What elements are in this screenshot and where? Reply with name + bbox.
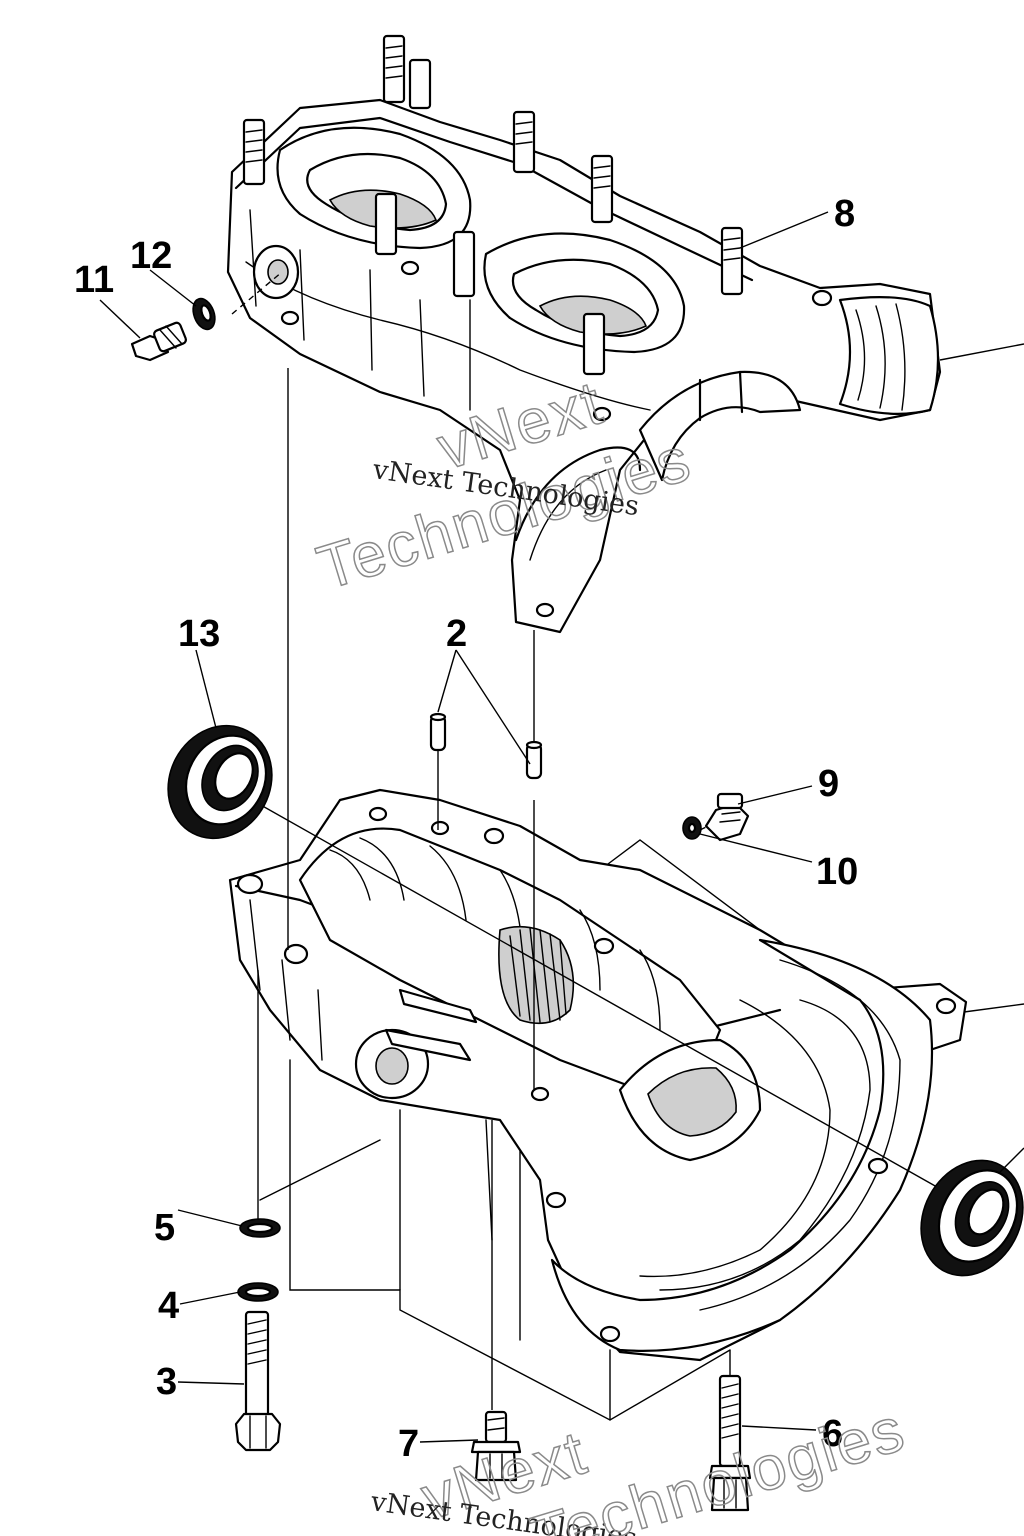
callout-4: 4 — [158, 1285, 179, 1327]
callout-7: 7 — [398, 1423, 419, 1465]
long-bolt-6 — [708, 1374, 752, 1512]
flange-bolt-7 — [470, 1410, 522, 1482]
callout-10: 10 — [816, 851, 858, 893]
assembly-centerlines — [219, 271, 961, 1410]
upper-crankcase-half — [226, 34, 942, 634]
callout-3: 3 — [156, 1361, 177, 1403]
callout-6: 6 — [822, 1413, 843, 1455]
callout-11: 11 — [74, 259, 114, 301]
lock-washer-4 — [237, 1282, 279, 1302]
dowel-pins-2 — [429, 712, 543, 780]
bolt-9 — [704, 792, 750, 842]
callout-8: 8 — [834, 193, 855, 235]
washer-5 — [239, 1218, 281, 1238]
oil-seal-13 — [167, 724, 273, 840]
callout-numbers: 8 11 12 13 2 9 10 5 4 3 7 6 — [74, 193, 858, 1465]
lower-crankcase-half — [228, 788, 968, 1421]
callout-12: 12 — [130, 235, 172, 277]
oil-seal-right — [920, 1159, 1024, 1277]
callout-leaders — [99, 211, 1024, 1443]
callout-2: 2 — [446, 613, 467, 655]
washer-12 — [192, 297, 216, 331]
lock-washer-10 — [682, 816, 702, 840]
callout-9: 9 — [818, 763, 839, 805]
cylinder-studs — [242, 34, 744, 376]
callout-13: 13 — [178, 613, 220, 655]
drain-plug-11 — [130, 321, 187, 362]
watermark-lower: vNext vNext Technologies Technologies — [368, 1394, 914, 1536]
callout-5: 5 — [154, 1207, 175, 1249]
hex-bolt-3 — [234, 1310, 282, 1452]
